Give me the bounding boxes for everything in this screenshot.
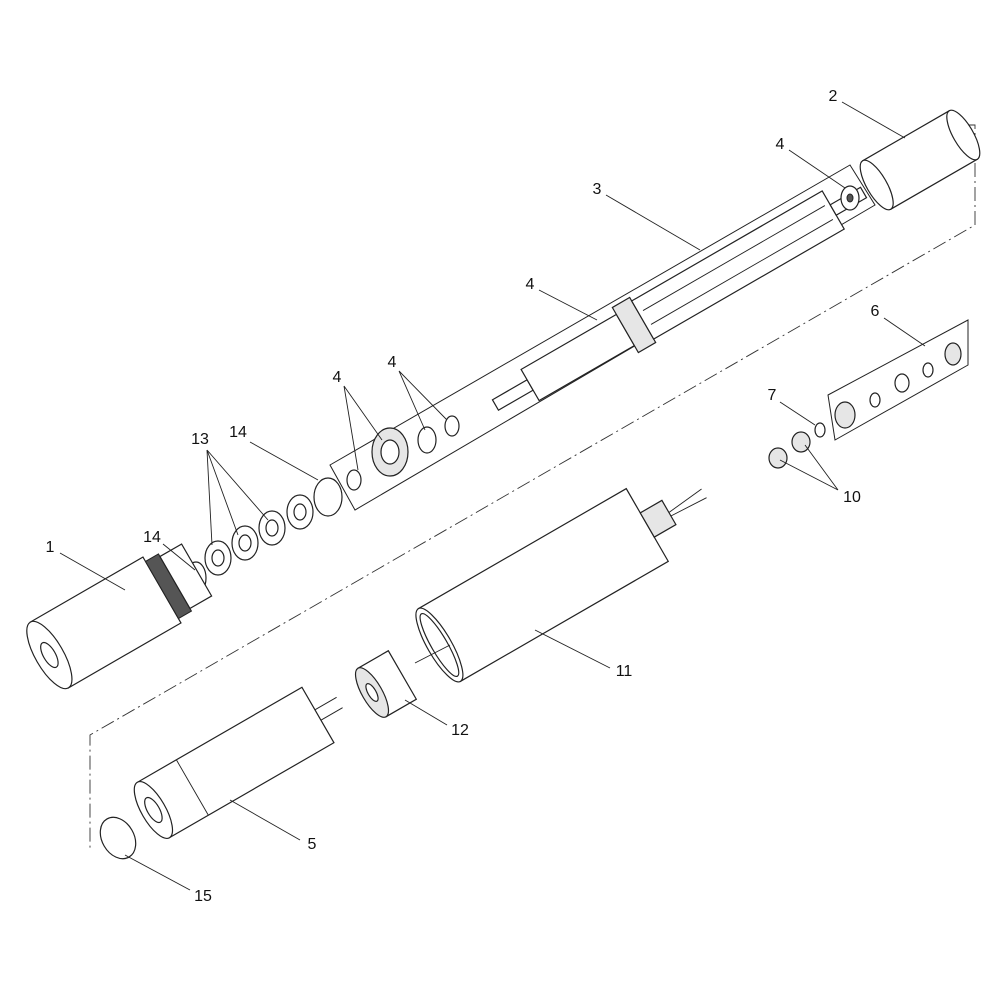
part-7-oring [814,422,826,438]
part-4-rings [346,415,460,491]
part-11-stator [415,487,707,683]
leader-lines [59,101,926,891]
part-5-motor [133,686,343,839]
callout-7: 7 [767,387,777,404]
part-3-group-box [329,164,876,511]
callout-2: 2 [828,88,838,105]
callout-4: 4 [387,354,397,371]
center-line [89,124,976,850]
callout-14: 14 [229,424,247,441]
part-2-sleeve [859,109,981,211]
callout-14: 14 [143,529,161,546]
callout-4: 4 [332,369,342,386]
callout-4: 4 [775,136,785,153]
part-4-bearing-large [371,427,409,477]
part-11-shaft [414,644,451,664]
callout-13: 13 [191,431,209,448]
callout-5: 5 [307,836,317,853]
callout-11: 11 [615,663,633,680]
part-10-nuts [768,431,811,469]
callout-4: 4 [525,276,535,293]
callout-6: 6 [870,303,880,320]
part-4-bearing-top [840,185,860,211]
callout-10: 10 [843,489,861,506]
part-15-oring [99,816,137,860]
part-12-coupling [354,649,418,718]
callout-1: 1 [45,539,55,556]
callout-3: 3 [592,181,602,198]
part-1-housing [26,543,213,690]
part-3-rotor [491,186,868,412]
callout-15: 15 [194,888,212,905]
callout-12: 12 [451,722,469,739]
part-6-seal-kit [834,342,962,429]
part-6-group-box [827,319,969,441]
